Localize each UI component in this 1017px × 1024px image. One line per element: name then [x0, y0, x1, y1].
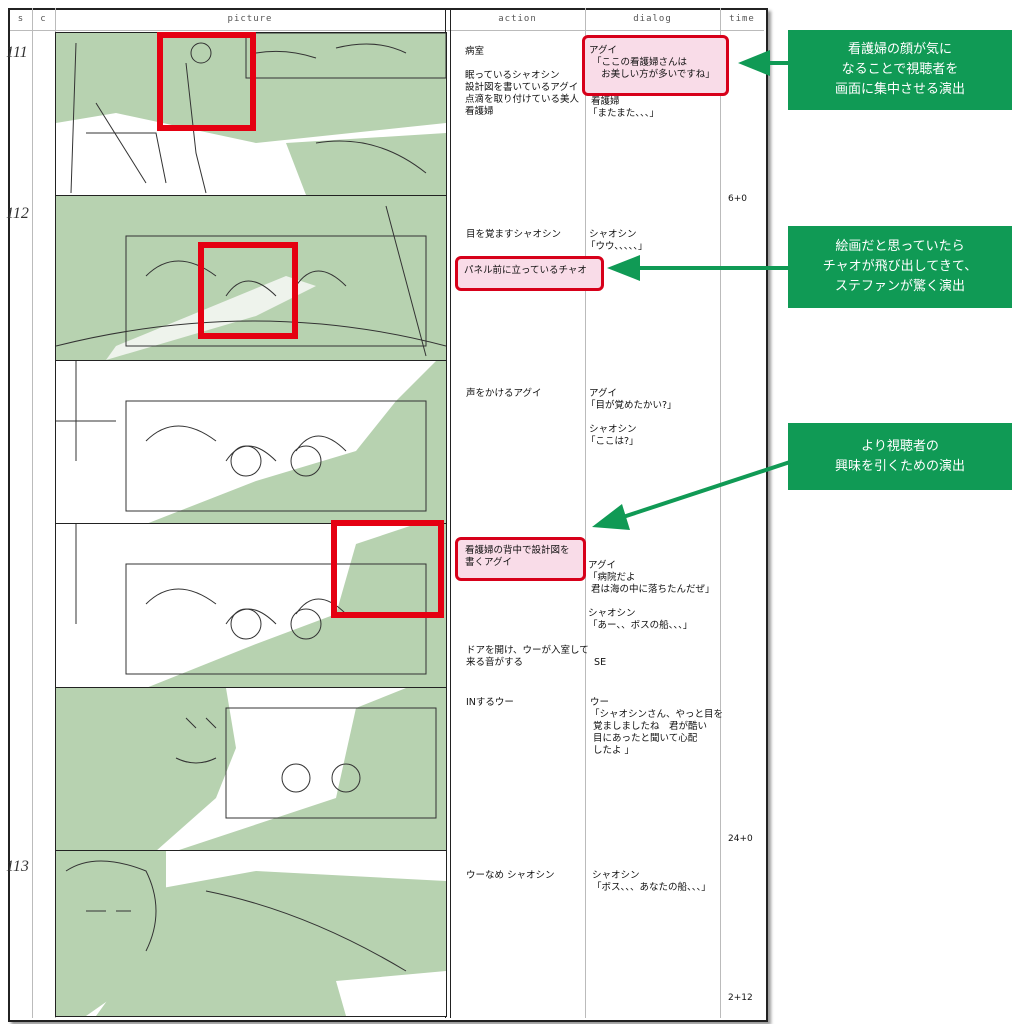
- callout-viewer-interest: より視聴者の 興味を引くための演出: [788, 423, 1012, 490]
- action-text: 病室 眠っているシャオシン 設計図を書いているアグイ 点滴を取り付けている美人 …: [465, 46, 580, 117]
- dialog-text: ウー 「シャオシンさん、やっと目を 覚ましましたね 君が酷い 目にあったと聞いて…: [590, 697, 724, 756]
- dialog-text: アグイ 「目が覚めたかい?」 シャオシン 「ここは?」: [586, 388, 677, 447]
- callout-chao-surprise: 絵画だと思っていたら チャオが飛び出してきて、 ステファンが驚く演出: [788, 226, 1012, 308]
- highlight-nurse-face: [157, 32, 256, 131]
- panel-3: [55, 360, 447, 525]
- column-divider: [585, 8, 586, 1018]
- callout-nurse-face: 看護婦の顔が気に なることで視聴者を 画面に集中させる演出: [788, 30, 1012, 110]
- panel-6: [55, 850, 447, 1017]
- highlight-action-agui: [455, 537, 586, 581]
- header-divider: [10, 30, 764, 31]
- dialog-text: アグイ 「病院だよ 君は海の中に落ちたんだぜ」 シャオシン 「あー、、ボスの船、…: [588, 560, 715, 631]
- dialog-text: シャオシン 「ボス、、、あなたの船、、、」: [592, 870, 711, 893]
- header-s: s: [17, 14, 25, 24]
- scene-number: 113: [6, 858, 29, 875]
- panel-4: [55, 523, 447, 689]
- time-value: 6+0: [728, 194, 747, 204]
- dialog-text: シャオシン 「ウウ、、、、、」: [586, 229, 648, 252]
- action-text: 声をかけるアグイ: [466, 388, 542, 399]
- highlight-action-chao: [455, 256, 604, 291]
- header-c: c: [40, 14, 47, 24]
- panel-5: [55, 687, 447, 852]
- action-text: INするウー: [466, 697, 514, 708]
- action-text: 看護婦の背中で設計図を 書くアグイ: [465, 545, 570, 568]
- action-text: ウーなめ シャオシン: [466, 870, 555, 881]
- highlight-chao: [198, 242, 298, 339]
- time-value: 2+12: [728, 993, 753, 1003]
- header-time: time: [729, 14, 755, 24]
- dialog-text: SE: [588, 657, 607, 668]
- dialog-text: アグイ 「ここの看護婦さんは お美しい方が多いですね」: [589, 45, 715, 80]
- time-value: 24+0: [728, 834, 753, 844]
- action-text: ドアを開け、ウーが入室して 来る音がする: [466, 645, 589, 668]
- column-divider: [720, 8, 721, 1018]
- action-text: 目を覚ますシャオシン: [466, 229, 562, 240]
- highlight-dialog-agui: [582, 35, 729, 96]
- action-text: パネル前に立っているチャオ: [464, 265, 587, 276]
- header-action: action: [498, 14, 537, 24]
- scene-number: 112: [6, 205, 29, 222]
- column-divider: [32, 8, 33, 1018]
- header-dialog: dialog: [633, 14, 672, 24]
- column-divider: [450, 8, 451, 1018]
- highlight-agui-drawing: [331, 520, 444, 618]
- dialog-text: 看護婦 「またまた、、、」: [588, 96, 659, 119]
- header-picture: picture: [227, 14, 273, 24]
- scene-number: 111: [6, 44, 28, 61]
